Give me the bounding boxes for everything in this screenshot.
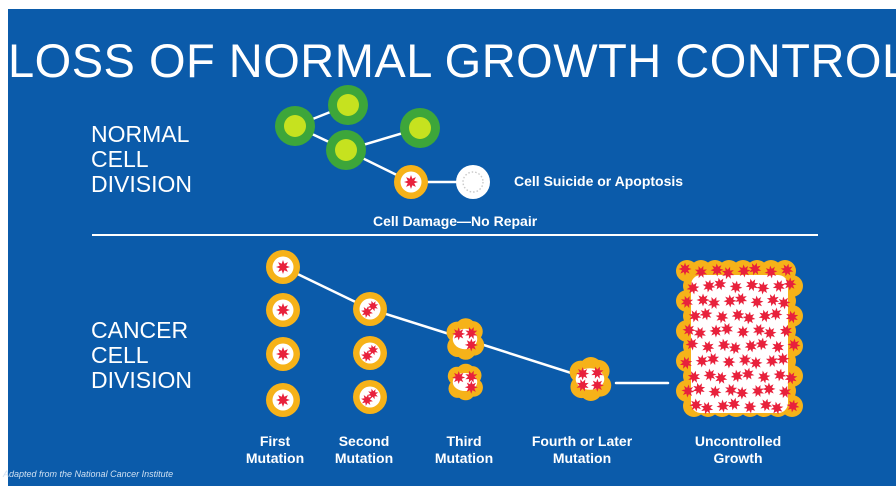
- healthy-cell: [326, 130, 366, 170]
- third-mutation-cell: [447, 318, 485, 359]
- first-mutation-cell: [266, 337, 300, 371]
- second-mutation-cell: [353, 336, 387, 370]
- uncontrolled-growth-mass: [676, 260, 803, 417]
- cells-layer: [266, 85, 803, 417]
- healthy-cell: [275, 106, 315, 146]
- healthy-cell: [400, 108, 440, 148]
- fourth-mutation-cell: [570, 357, 612, 401]
- first-mutation-cell: [266, 293, 300, 327]
- second-mutation-cell: [353, 380, 387, 414]
- source-credit: Adapted from the National Cancer Institu…: [3, 469, 173, 479]
- damaged-cell: [394, 165, 428, 199]
- second-mutation-cell: [353, 292, 387, 326]
- cell-division-illustration: [8, 9, 896, 486]
- first-mutation-cell: [266, 383, 300, 417]
- diagram-panel: LOSS OF NORMAL GROWTH CONTROL NORMAL CEL…: [8, 9, 896, 486]
- third-mutation-cell: [448, 364, 483, 401]
- healthy-cell: [328, 85, 368, 125]
- first-mutation-cell: [266, 250, 300, 284]
- apoptotic-cell: [456, 165, 490, 199]
